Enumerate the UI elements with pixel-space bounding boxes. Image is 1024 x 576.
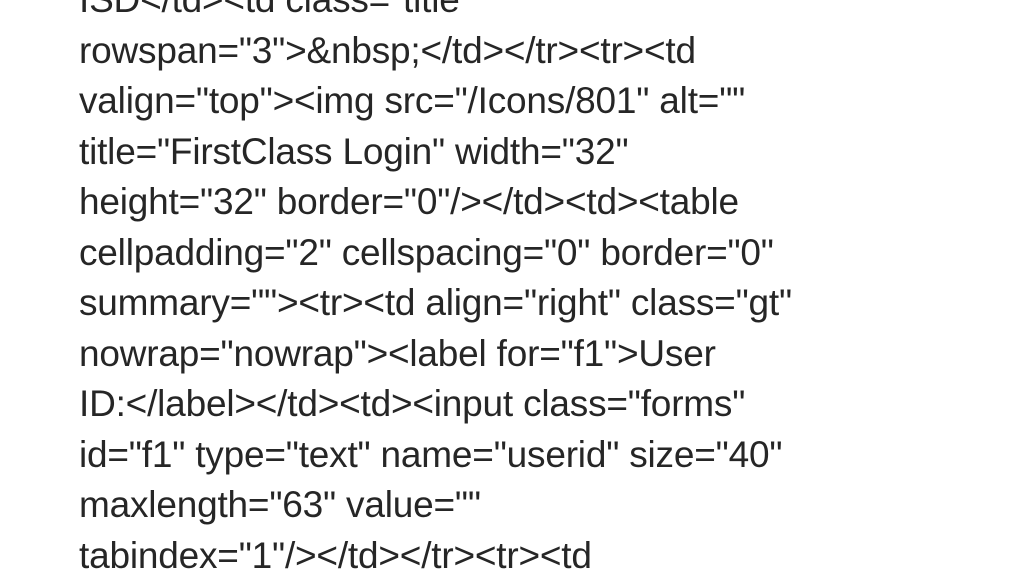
text-line: height="32" border="0"/></td><td><table bbox=[79, 181, 739, 222]
text-line: ID:</label></td><td><input class="forms" bbox=[79, 383, 746, 424]
text-line: title="FirstClass Login" width="32" bbox=[79, 130, 629, 172]
text-line: cellpadding="2" cellspacing="0" border="… bbox=[79, 231, 774, 273]
text-line: valign="top"><img src="/Icons/801" alt="… bbox=[79, 80, 746, 121]
text-line: ISD</td><td class="title" bbox=[79, 0, 999, 26]
text-line: nowrap="nowrap"><label for="f1">User bbox=[79, 332, 716, 374]
text-line: id="f1" type="text" name="userid" size="… bbox=[79, 433, 783, 475]
text-line: rowspan="3">&nbsp;</td></tr><tr><td bbox=[79, 29, 696, 71]
text-line: tabindex="1"/></td></tr><tr><td bbox=[79, 534, 592, 576]
html-source-text: ISD</td><td class="title" rowspan="3">&n… bbox=[79, 0, 999, 576]
text-line: summary=""><tr><td align="right" class="… bbox=[79, 282, 792, 323]
text-line: maxlength="63" value="" bbox=[79, 484, 481, 525]
